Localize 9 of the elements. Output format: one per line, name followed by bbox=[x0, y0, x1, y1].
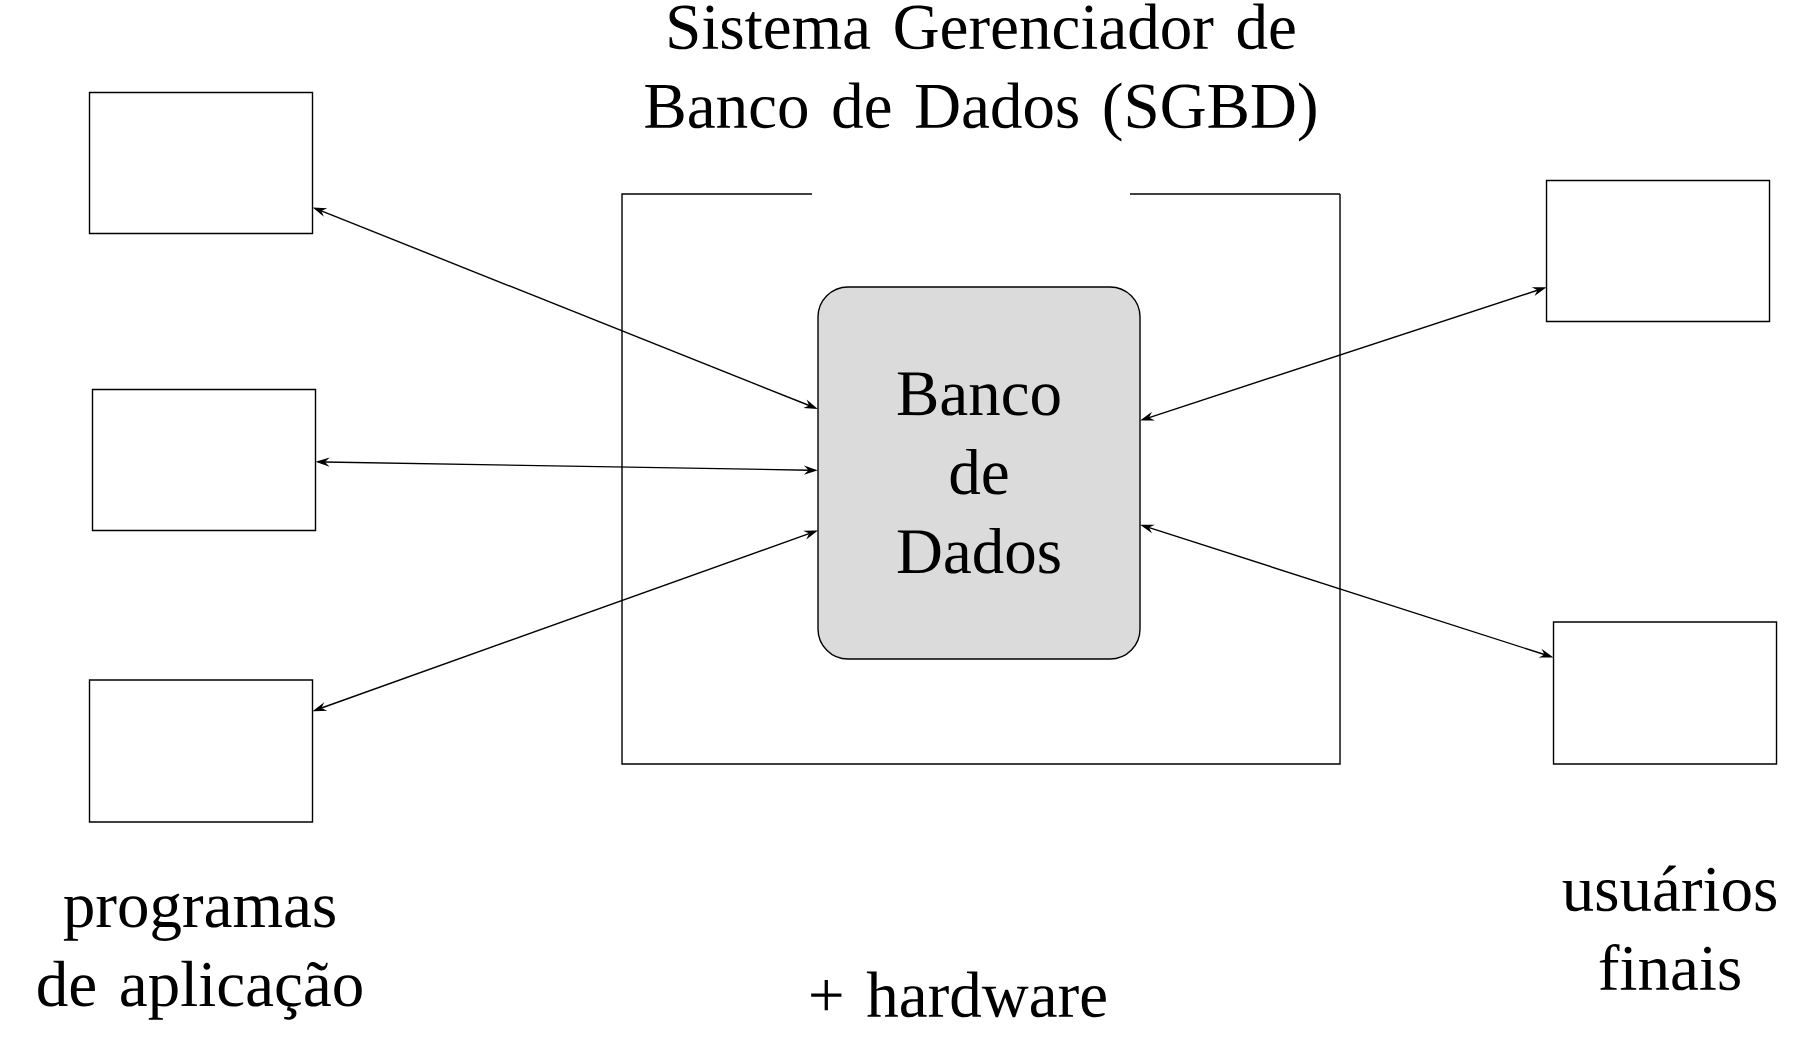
empty-box bbox=[1545, 179, 1771, 323]
empty-box bbox=[91, 388, 317, 532]
rounded-box: Banco de Dados bbox=[817, 286, 1141, 660]
empty-box bbox=[88, 679, 314, 823]
caption-text: + hardware bbox=[811, 971, 1106, 1018]
empty-box bbox=[1552, 621, 1778, 765]
caption-text: programas de aplicação bbox=[38, 893, 362, 1020]
caption-text: usuários finais bbox=[1562, 865, 1776, 991]
empty-box bbox=[88, 91, 314, 235]
